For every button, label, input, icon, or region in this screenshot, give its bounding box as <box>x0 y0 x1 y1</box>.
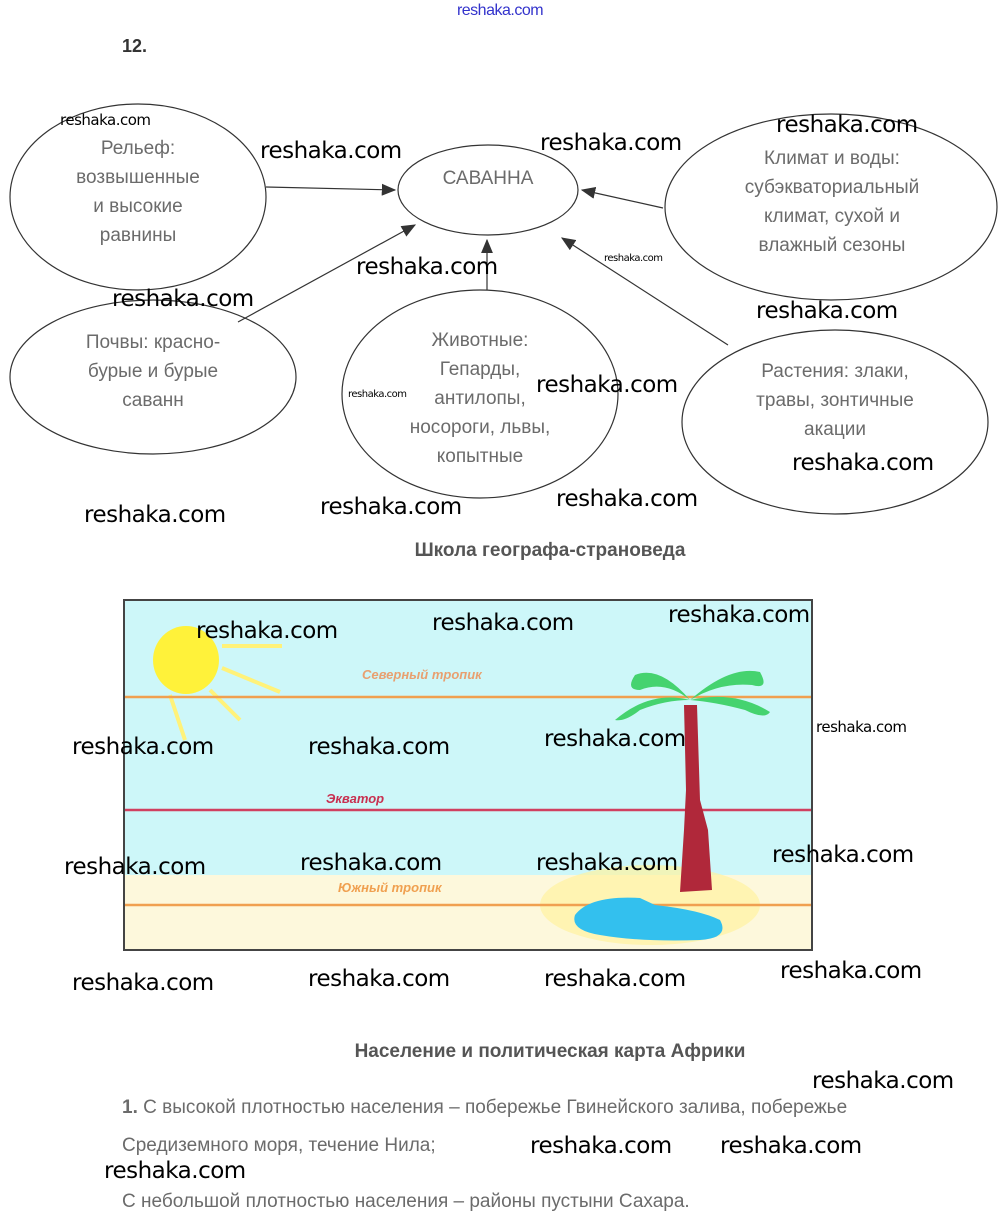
animals-text: Животные: Гепарды, антилопы, носороги, л… <box>370 326 590 471</box>
watermark: reshaka.com <box>536 372 678 398</box>
plants-ellipse <box>681 329 989 515</box>
watermark: reshaka.com <box>544 726 686 752</box>
watermark: reshaka.com <box>72 734 214 760</box>
watermark: reshaka.com <box>320 494 462 520</box>
watermark: reshaka.com <box>60 111 151 129</box>
watermark: reshaka.com <box>720 1133 862 1159</box>
site-header: reshaka.com <box>456 2 544 19</box>
climate-line: климат, сухой и <box>764 206 900 227</box>
watermark: reshaka.com <box>72 970 214 996</box>
south-tropic-label: Южный тропик <box>338 880 442 895</box>
arrow-plants <box>560 237 729 346</box>
watermark: reshaka.com <box>308 734 450 760</box>
plants-line: Растения: злаки, <box>761 361 909 382</box>
climate-line: влажный сезоны <box>758 235 906 256</box>
relief-line: и высокие <box>93 196 183 217</box>
answer-number: 1. <box>122 1097 138 1118</box>
plants-text: Растения: злаки, травы, зонтичные акации <box>720 357 950 444</box>
arrow-relief <box>265 183 397 196</box>
watermark: reshaka.com <box>300 850 442 876</box>
north-tropic-label: Северный тропик <box>362 667 482 682</box>
watermark: reshaka.com <box>780 958 922 984</box>
watermark: reshaka.com <box>112 286 254 312</box>
relief-line: Рельеф: <box>100 138 176 159</box>
soils-line: Почвы: красно- <box>85 332 221 353</box>
watermark: reshaka.com <box>772 842 914 868</box>
watermark: reshaka.com <box>64 854 206 880</box>
animals-line: Гепарды, <box>439 359 521 380</box>
section2-title: Население и политическая карта Африки <box>354 1041 746 1062</box>
watermark: reshaka.com <box>812 1068 954 1094</box>
task-number: 12. <box>122 36 148 56</box>
watermark: reshaka.com <box>84 502 226 528</box>
watermark: reshaka.com <box>792 450 934 476</box>
watermark: reshaka.com <box>756 298 898 324</box>
sand-glow <box>540 865 760 945</box>
savanna-ellipse <box>397 144 579 236</box>
climate-line: Климат и воды: <box>764 148 900 169</box>
watermark: reshaka.com <box>816 718 907 736</box>
watermark: reshaka.com <box>536 850 678 876</box>
relief-text: Рельеф: возвышенные и высокие равнины <box>30 134 246 250</box>
soils-line: саванн <box>122 390 184 411</box>
watermark: reshaka.com <box>540 130 682 156</box>
savanna-label: САВАННА <box>442 168 534 189</box>
watermark: reshaka.com <box>260 138 402 164</box>
animals-ellipse <box>341 289 619 499</box>
watermark: reshaka.com <box>432 610 574 636</box>
relief-line: возвышенные <box>76 167 200 188</box>
animals-line: Животные: <box>431 330 529 351</box>
animals-line: носороги, львы, <box>409 417 551 438</box>
watermark: reshaka.com <box>356 254 498 280</box>
animals-line: антилопы, <box>434 388 526 409</box>
watermark: reshaka.com <box>196 618 338 644</box>
climate-text: Климат и воды: субэкваториальный климат,… <box>700 144 964 260</box>
answer-line-2: Средиземного моря, течение Нила; <box>122 1135 436 1156</box>
watermark: reshaka.com <box>104 1158 246 1184</box>
watermark: reshaka.com <box>530 1133 672 1159</box>
answer-line-1: 1. С высокой плотностью населения – побе… <box>122 1097 847 1119</box>
plants-line: акации <box>804 419 866 440</box>
animals-line: копытные <box>436 446 524 467</box>
palm-leaves-icon <box>615 670 770 721</box>
relief-line: равнины <box>99 225 177 246</box>
plants-line: травы, зонтичные <box>756 390 914 411</box>
answer-line-3: С небольшой плотностью населения – район… <box>122 1191 690 1212</box>
watermark: reshaka.com <box>544 966 686 992</box>
climate-ellipse <box>664 113 998 301</box>
watermark: reshaka.com <box>308 966 450 992</box>
arrow-soils <box>237 224 417 323</box>
watermark: reshaka.com <box>776 112 918 138</box>
sky <box>123 599 813 951</box>
section1-title: Школа географа-страноведа <box>414 540 686 561</box>
savanna-diagram <box>9 103 998 515</box>
watermark: reshaka.com <box>556 486 698 512</box>
soils-ellipse <box>9 299 297 455</box>
answer-text: С высокой плотностью населения – побереж… <box>143 1097 848 1118</box>
water-icon <box>574 897 723 941</box>
climate-line: субэкваториальный <box>744 177 920 198</box>
watermark: reshaka.com <box>348 389 407 400</box>
soils-text: Почвы: красно- бурые и бурые саванн <box>33 328 273 415</box>
relief-ellipse <box>9 103 267 291</box>
watermark: reshaka.com <box>668 602 810 628</box>
arrow-climate <box>580 187 664 209</box>
equator-label: Экватор <box>326 791 385 806</box>
sand <box>125 875 811 949</box>
watermark: reshaka.com <box>604 253 663 264</box>
soils-line: бурые и бурые <box>87 361 219 382</box>
